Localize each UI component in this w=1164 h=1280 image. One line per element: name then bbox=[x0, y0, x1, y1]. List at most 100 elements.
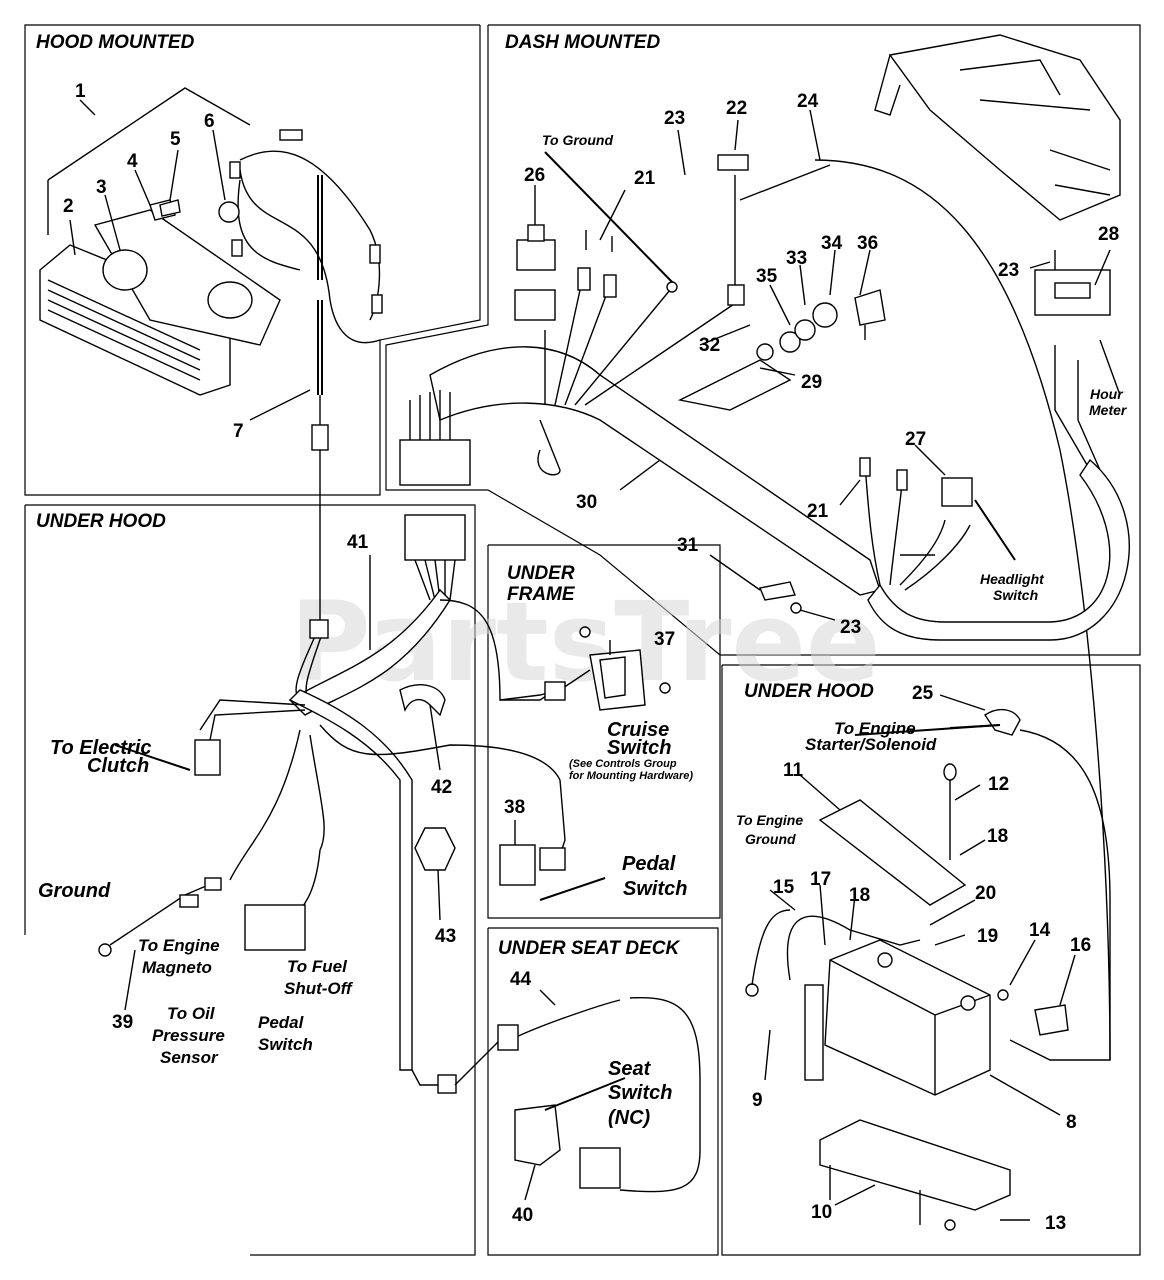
main-harness bbox=[399, 151, 1111, 1061]
part-number-19: 19 bbox=[977, 926, 998, 947]
label-headlight-switch-1: Headlight bbox=[980, 571, 1045, 587]
part-number-33: 33 bbox=[786, 248, 807, 269]
label-to-electric-clutch-1: To Electric bbox=[50, 737, 152, 759]
label-to-engine-magneto-2: Magneto bbox=[142, 958, 212, 977]
part-number-4: 4 bbox=[127, 151, 138, 172]
label-headlight-switch-2: Switch bbox=[993, 587, 1038, 603]
part-number-7: 7 bbox=[233, 421, 244, 442]
part-number-3: 3 bbox=[96, 177, 107, 198]
captions: To Ground Hour Meter Headlight Switch To… bbox=[38, 132, 1128, 1129]
part-number-23a: 23 bbox=[664, 108, 685, 129]
part-number-20: 20 bbox=[975, 883, 996, 904]
dash-panel bbox=[874, 34, 1121, 221]
section-title-under-frame-2: FRAME bbox=[507, 584, 576, 605]
section-title-dash-mounted: DASH MOUNTED bbox=[505, 32, 660, 53]
part-number-5: 5 bbox=[170, 129, 181, 150]
label-seat-switch-2: Switch bbox=[608, 1082, 672, 1104]
part-number-2: 2 bbox=[63, 196, 74, 217]
label-to-engine-starter-1: To Engine bbox=[834, 719, 916, 738]
label-to-engine-ground-1: To Engine bbox=[736, 812, 803, 828]
part-number-24: 24 bbox=[797, 91, 819, 112]
part-number-15: 15 bbox=[773, 877, 795, 898]
label-seat-switch-1: Seat bbox=[608, 1058, 652, 1080]
part-number-38: 38 bbox=[504, 797, 525, 818]
battery-parts bbox=[745, 708, 1111, 1231]
part-number-23c: 23 bbox=[840, 617, 861, 638]
section-title-under-frame-1: UNDER bbox=[507, 563, 575, 584]
label-to-oil-pressure-2: Pressure bbox=[152, 1026, 225, 1045]
part-number-22: 22 bbox=[726, 98, 747, 119]
headlight-assembly bbox=[39, 87, 281, 396]
part-number-39: 39 bbox=[112, 1012, 133, 1033]
part-number-31: 31 bbox=[677, 535, 699, 556]
under-frame-parts bbox=[499, 626, 671, 901]
part-numbers: 1 2 3 4 5 6 7 8 9 10 11 12 13 14 15 16 1… bbox=[63, 81, 1119, 1234]
part-number-16: 16 bbox=[1070, 935, 1091, 956]
part-number-11: 11 bbox=[783, 760, 804, 781]
part-number-12: 12 bbox=[988, 774, 1009, 795]
part-number-27: 27 bbox=[905, 429, 926, 450]
part-number-34: 34 bbox=[821, 233, 843, 254]
section-title-under-hood-right: UNDER HOOD bbox=[744, 681, 874, 702]
part-number-42: 42 bbox=[431, 777, 452, 798]
part-number-21a: 21 bbox=[634, 168, 656, 189]
label-pedal-switch-right-1: Pedal bbox=[622, 853, 676, 875]
label-to-ground: To Ground bbox=[542, 132, 613, 148]
section-title-under-seat-deck: UNDER SEAT DECK bbox=[498, 938, 680, 959]
part-number-37: 37 bbox=[654, 629, 675, 650]
part-number-8: 8 bbox=[1066, 1112, 1077, 1133]
label-cruise-note-1: (See Controls Group bbox=[569, 758, 677, 770]
label-hour-meter-2: Meter bbox=[1089, 402, 1128, 418]
label-seat-switch-3: (NC) bbox=[608, 1107, 651, 1129]
part-number-26: 26 bbox=[524, 165, 545, 186]
callout-lines bbox=[69, 99, 1111, 1221]
part-number-32: 32 bbox=[699, 335, 720, 356]
part-number-29: 29 bbox=[801, 372, 822, 393]
label-to-oil-pressure-3: Sensor bbox=[160, 1048, 219, 1067]
part-number-44: 44 bbox=[510, 969, 532, 990]
section-frames bbox=[24, 24, 1141, 1256]
label-cruise-switch-1: Cruise bbox=[607, 719, 669, 741]
label-to-electric-clutch-2: Clutch bbox=[87, 755, 149, 777]
label-to-engine-magneto-1: To Engine bbox=[138, 936, 220, 955]
label-to-oil-pressure-1: To Oil bbox=[167, 1004, 216, 1023]
part-number-23b: 23 bbox=[998, 260, 1019, 281]
part-number-10: 10 bbox=[811, 1202, 832, 1223]
part-number-17: 17 bbox=[810, 869, 831, 890]
part-number-1: 1 bbox=[75, 81, 86, 102]
part-number-41: 41 bbox=[347, 532, 369, 553]
part-number-43: 43 bbox=[435, 926, 456, 947]
label-cruise-note-2: for Mounting Hardware) bbox=[569, 770, 693, 782]
section-title-under-hood-left: UNDER HOOD bbox=[36, 511, 166, 532]
label-hour-meter-1: Hour bbox=[1090, 386, 1124, 402]
part-number-30: 30 bbox=[576, 492, 597, 513]
label-cruise-switch-2: Switch bbox=[607, 737, 671, 759]
hour-meter-harness bbox=[759, 250, 1130, 641]
part-number-13: 13 bbox=[1045, 1213, 1066, 1234]
part-number-18a: 18 bbox=[987, 826, 1008, 847]
section-title-hood-mounted: HOOD MOUNTED bbox=[36, 32, 195, 53]
label-pedal-switch-left-1: Pedal bbox=[258, 1013, 305, 1032]
part-number-36: 36 bbox=[857, 233, 878, 254]
headlight-harness bbox=[218, 129, 383, 620]
label-ground: Ground bbox=[38, 880, 111, 902]
label-to-engine-starter-2: Starter/Solenoid bbox=[805, 735, 937, 754]
part-number-18b: 18 bbox=[849, 885, 870, 906]
label-to-engine-ground-2: Ground bbox=[745, 831, 796, 847]
label-to-fuel-shutoff-1: To Fuel bbox=[287, 957, 348, 976]
part-number-9: 9 bbox=[752, 1090, 763, 1111]
part-number-6: 6 bbox=[204, 111, 215, 132]
part-number-40: 40 bbox=[512, 1205, 533, 1226]
label-pedal-switch-right-2: Switch bbox=[623, 878, 687, 900]
under-hood-harness-left bbox=[98, 514, 561, 1094]
label-pedal-switch-left-2: Switch bbox=[258, 1035, 313, 1054]
part-number-21b: 21 bbox=[807, 501, 829, 522]
part-number-25: 25 bbox=[912, 683, 934, 704]
part-number-28: 28 bbox=[1098, 224, 1119, 245]
part-number-14: 14 bbox=[1029, 920, 1051, 941]
watermark: PartsTree bbox=[290, 578, 881, 706]
seat-switch-parts bbox=[497, 996, 701, 1193]
part-number-35: 35 bbox=[756, 266, 778, 287]
